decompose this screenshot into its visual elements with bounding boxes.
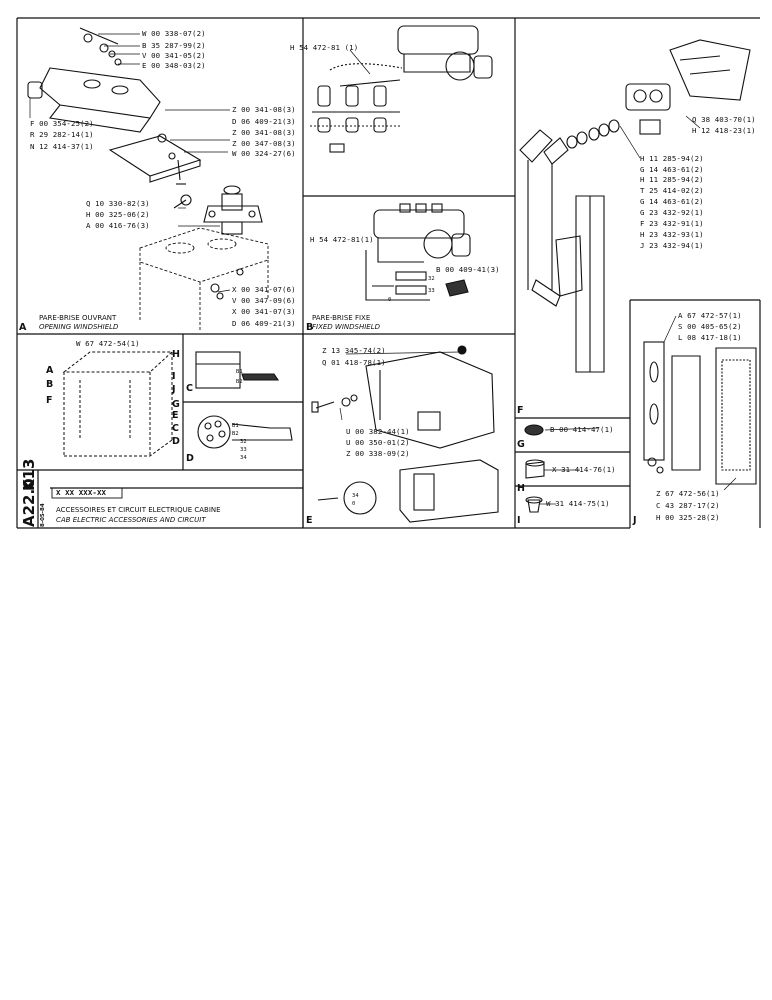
part-label: H 54 472-81 (1): [290, 43, 359, 52]
part-label: U 00 350-01(2): [346, 438, 410, 447]
wire-label: 34: [352, 493, 359, 499]
wire-label: 33: [428, 288, 435, 294]
section-j-drawing: [643, 341, 757, 485]
part-label: W 31 414-75(1): [546, 499, 610, 508]
cab-letter: C: [172, 423, 179, 434]
title-fr: ACCESSOIRES ET CIRCUIT ELECTRIQUE CABINE: [56, 506, 221, 514]
section-letter-g: G: [517, 439, 525, 450]
part-label: G 14 463-61(2): [640, 165, 704, 174]
section-b-drawing: [365, 203, 471, 301]
part-label: W 00 324-27(6): [232, 149, 296, 158]
wire-label: 32: [240, 439, 247, 445]
part-label: V 00 347-09(6): [232, 296, 296, 305]
part-label: W 67 472-54(1): [76, 339, 140, 348]
cab-letter: I: [172, 371, 176, 382]
section-a-drawing: [27, 25, 493, 330]
cab-letter: F: [46, 395, 53, 406]
wire-label: B1: [236, 369, 243, 375]
sheet-date: 8-05-84: [40, 503, 46, 527]
part-label: B 35 287-99(2): [142, 41, 206, 50]
part-label: J 23 432-94(1): [640, 241, 704, 250]
wire-label: 33: [240, 447, 247, 453]
part-label: Z 00 341-08(3): [232, 105, 296, 114]
part-label: Q 01 418-78(1): [322, 358, 386, 367]
part-label: B 00 414-47(1): [550, 425, 614, 434]
wire-label: 0: [388, 297, 392, 303]
part-label: H 00 325-06(2): [86, 210, 150, 219]
section-letter-c: C: [186, 383, 193, 394]
part-label: G 23 432-92(1): [640, 208, 704, 217]
part-label: A 67 472-57(1): [678, 311, 742, 320]
caption-b-en: FIXED WINDSHIELD: [312, 323, 381, 331]
part-label: T 25 414-02(2): [640, 186, 704, 195]
cab-letter: B: [46, 379, 54, 390]
section-letter-e: E: [306, 515, 313, 526]
wire-label: B1: [232, 423, 239, 429]
part-label: C 43 287-17(2): [656, 501, 720, 510]
part-label: N 12 414-37(1): [30, 142, 94, 151]
part-label: Z 00 341-08(3): [232, 128, 296, 137]
part-label: W 00 338-07(2): [142, 29, 206, 38]
part-label: B 00 409-41(3): [436, 265, 500, 274]
wire-label: B2: [236, 379, 243, 385]
section-letter-h: H: [517, 483, 525, 494]
part-label: V 00 341-05(2): [142, 51, 206, 60]
section-e-drawing: [311, 345, 499, 523]
caption-a-fr: PARE-BRISE OUVRANT: [39, 314, 117, 322]
code-box: [51, 487, 123, 499]
part-label: U 00 382-44(1): [346, 427, 410, 436]
code-value: X XX XXX-XX: [56, 488, 107, 497]
part-label: Q 10 330-82(3): [86, 199, 150, 208]
part-label: F 00 354-25(2): [30, 119, 94, 128]
part-label: H 00 325-28(2): [656, 513, 720, 522]
caption-b-fr: PARE-BRISE FIXE: [312, 314, 371, 322]
cab-letter: H: [172, 349, 180, 360]
cab-sketch: [62, 351, 174, 457]
wire-label: B2: [232, 431, 239, 437]
part-label: A 00 416-76(3): [86, 221, 150, 230]
section-letter-b: B: [306, 322, 314, 333]
section-letter-f: F: [517, 405, 524, 416]
part-label: F 23 432-91(1): [640, 219, 704, 228]
cab-letter: D: [172, 436, 180, 447]
part-label: Z 00 338-09(2): [346, 449, 410, 458]
part-label: H 11 285-94(2): [640, 175, 704, 184]
section-letter-j: J: [633, 515, 637, 526]
wire-label: 34: [240, 455, 247, 461]
part-label: L 08 417-18(1): [678, 333, 742, 342]
part-label: Z 00 347-08(3): [232, 139, 296, 148]
part-label: S 00 405-65(2): [678, 322, 742, 331]
part-label: Q 38 403-70(1): [692, 115, 756, 124]
wire-label: 32: [428, 276, 435, 282]
cab-letter: A: [46, 365, 54, 376]
wire-label: 0: [352, 501, 356, 507]
part-label: G 14 463-61(2): [640, 197, 704, 206]
cab-letter: E: [172, 410, 179, 421]
part-label: H 23 432-93(1): [640, 230, 704, 239]
part-label: D 06 409-21(3): [232, 117, 296, 126]
cab-letter: G: [172, 399, 180, 410]
part-label: R 29 282-14(1): [30, 130, 94, 139]
part-label: H 12 418-23(1): [692, 126, 756, 135]
caption-a-en: OPENING WINDSHIELD: [39, 323, 119, 331]
part-label: Z 13 345-74(2): [322, 346, 386, 355]
part-label: H 11 285-94(2): [640, 154, 704, 163]
part-label: Z 67 472-56(1): [656, 489, 720, 498]
part-label: X 31 414-76(1): [552, 465, 616, 474]
part-label: H 54 472-81(1): [310, 235, 374, 244]
wiper-drawing: [519, 39, 751, 373]
section-letter-d: D: [186, 453, 194, 464]
part-label: X 00 341-07(6): [232, 285, 296, 294]
cab-letter: J: [172, 384, 176, 395]
part-label: D 06 409-21(3): [232, 319, 296, 328]
part-label: X 00 341-07(3): [232, 307, 296, 316]
section-letter-i: I: [517, 515, 521, 526]
part-label: E 00 348-03(2): [142, 61, 206, 70]
section-letter-a: A: [19, 322, 27, 333]
title-en: CAB ELECTRIC ACCESSORIES AND CIRCUIT: [56, 516, 206, 524]
sheet-ref-2: A22.0: [20, 478, 38, 527]
